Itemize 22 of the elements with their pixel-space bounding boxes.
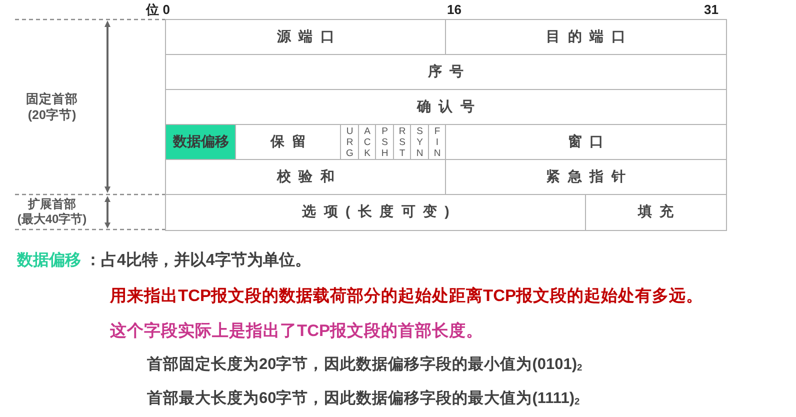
header-field: 保留	[235, 124, 342, 160]
header-field: 数据偏移	[165, 124, 236, 160]
bit-position-label: 16	[447, 2, 462, 18]
header-field: 源端口	[165, 19, 446, 56]
header-field: 窗口	[445, 124, 726, 160]
description-text: 用来指出TCP报文段的数据载荷部分的起始处距离TCP报文段的起始处有多远。	[110, 287, 703, 307]
header-field: 校验和	[165, 159, 446, 196]
header-field: 填充	[585, 194, 726, 230]
header-part-label: (20字节)	[28, 108, 76, 123]
header-field: 选项(长度可变)	[165, 194, 586, 230]
header-part-label: 扩展首部	[28, 197, 76, 212]
header-part-label: 固定首部	[26, 92, 78, 107]
bit-position-label: 31	[704, 2, 718, 18]
header-field: 序号	[165, 54, 726, 90]
description-text: 这个字段实际上是指出了TCP报文段的首部长度。	[110, 322, 483, 342]
header-field: 目的端口	[445, 19, 726, 56]
header-field: 确认号	[165, 89, 726, 126]
description-text: ：占4比特，并以4字节为单位。	[85, 251, 311, 270]
header-part-label: (最大40字节)	[17, 212, 87, 226]
header-field: 紧急指针	[445, 159, 726, 196]
bit-position-label: 位 0	[146, 2, 170, 18]
term-label: 数据偏移	[17, 251, 81, 270]
